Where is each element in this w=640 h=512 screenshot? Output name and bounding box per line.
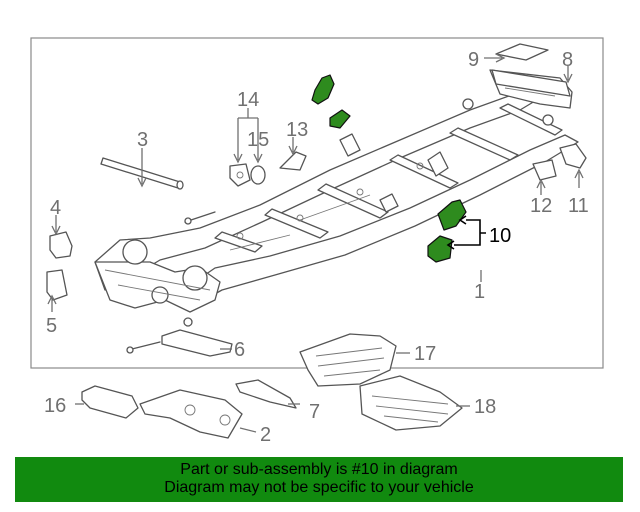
- parts-diagram: 1 2 3 4 5 6 7 8 9 10 11 12 13 14 15 16 1…: [30, 37, 604, 446]
- part-11-bracket: [559, 143, 587, 169]
- banner-line-1: Part or sub-assembly is #10 in diagram: [180, 461, 458, 478]
- callout-7: 7: [309, 401, 320, 423]
- callout-16: 16: [44, 395, 66, 417]
- callout-17: 17: [414, 343, 436, 365]
- part-13-bracket: [279, 151, 307, 171]
- part-8-crossmember: [491, 69, 571, 97]
- part-10-highlighted-mounts: [311, 74, 467, 263]
- part-3-rod: [100, 157, 184, 190]
- callout-18: 18: [474, 396, 496, 418]
- part-7-bracket: [235, 379, 297, 409]
- callout-12: 12: [530, 195, 552, 217]
- part-9-plate: [495, 43, 549, 61]
- callout-4: 4: [50, 197, 61, 219]
- callout-5: 5: [46, 315, 57, 337]
- part-16-bracket: [81, 385, 139, 419]
- part-6-bracket: [126, 317, 233, 357]
- part-17-skid-plate: [299, 333, 397, 387]
- part-14-mount: [229, 163, 251, 187]
- callout-8: 8: [562, 49, 573, 71]
- callout-6: 6: [234, 339, 245, 361]
- callout-11: 11: [568, 195, 589, 217]
- part-2-assembly: [139, 389, 243, 439]
- callout-10[interactable]: 10: [489, 225, 511, 247]
- callout-1: 1: [474, 281, 485, 303]
- part-18-skid-plate: [359, 375, 463, 431]
- callout-14: 14: [237, 89, 259, 111]
- part-12-mount: [532, 159, 557, 181]
- banner-line-2: Diagram may not be specific to your vehi…: [164, 479, 474, 496]
- part-4-bracket: [49, 231, 73, 259]
- frame-assembly: [94, 69, 579, 313]
- leader-lines: [47, 53, 584, 433]
- callout-13: 13: [286, 119, 308, 141]
- part-15-bushing: [250, 165, 266, 185]
- callout-2: 2: [260, 424, 271, 446]
- callout-3: 3: [137, 129, 148, 151]
- part-5-bracket: [46, 269, 68, 301]
- callout-9: 9: [468, 49, 479, 71]
- callout-15: 15: [247, 129, 269, 151]
- info-banner: Part or sub-assembly is #10 in diagram D…: [15, 457, 623, 502]
